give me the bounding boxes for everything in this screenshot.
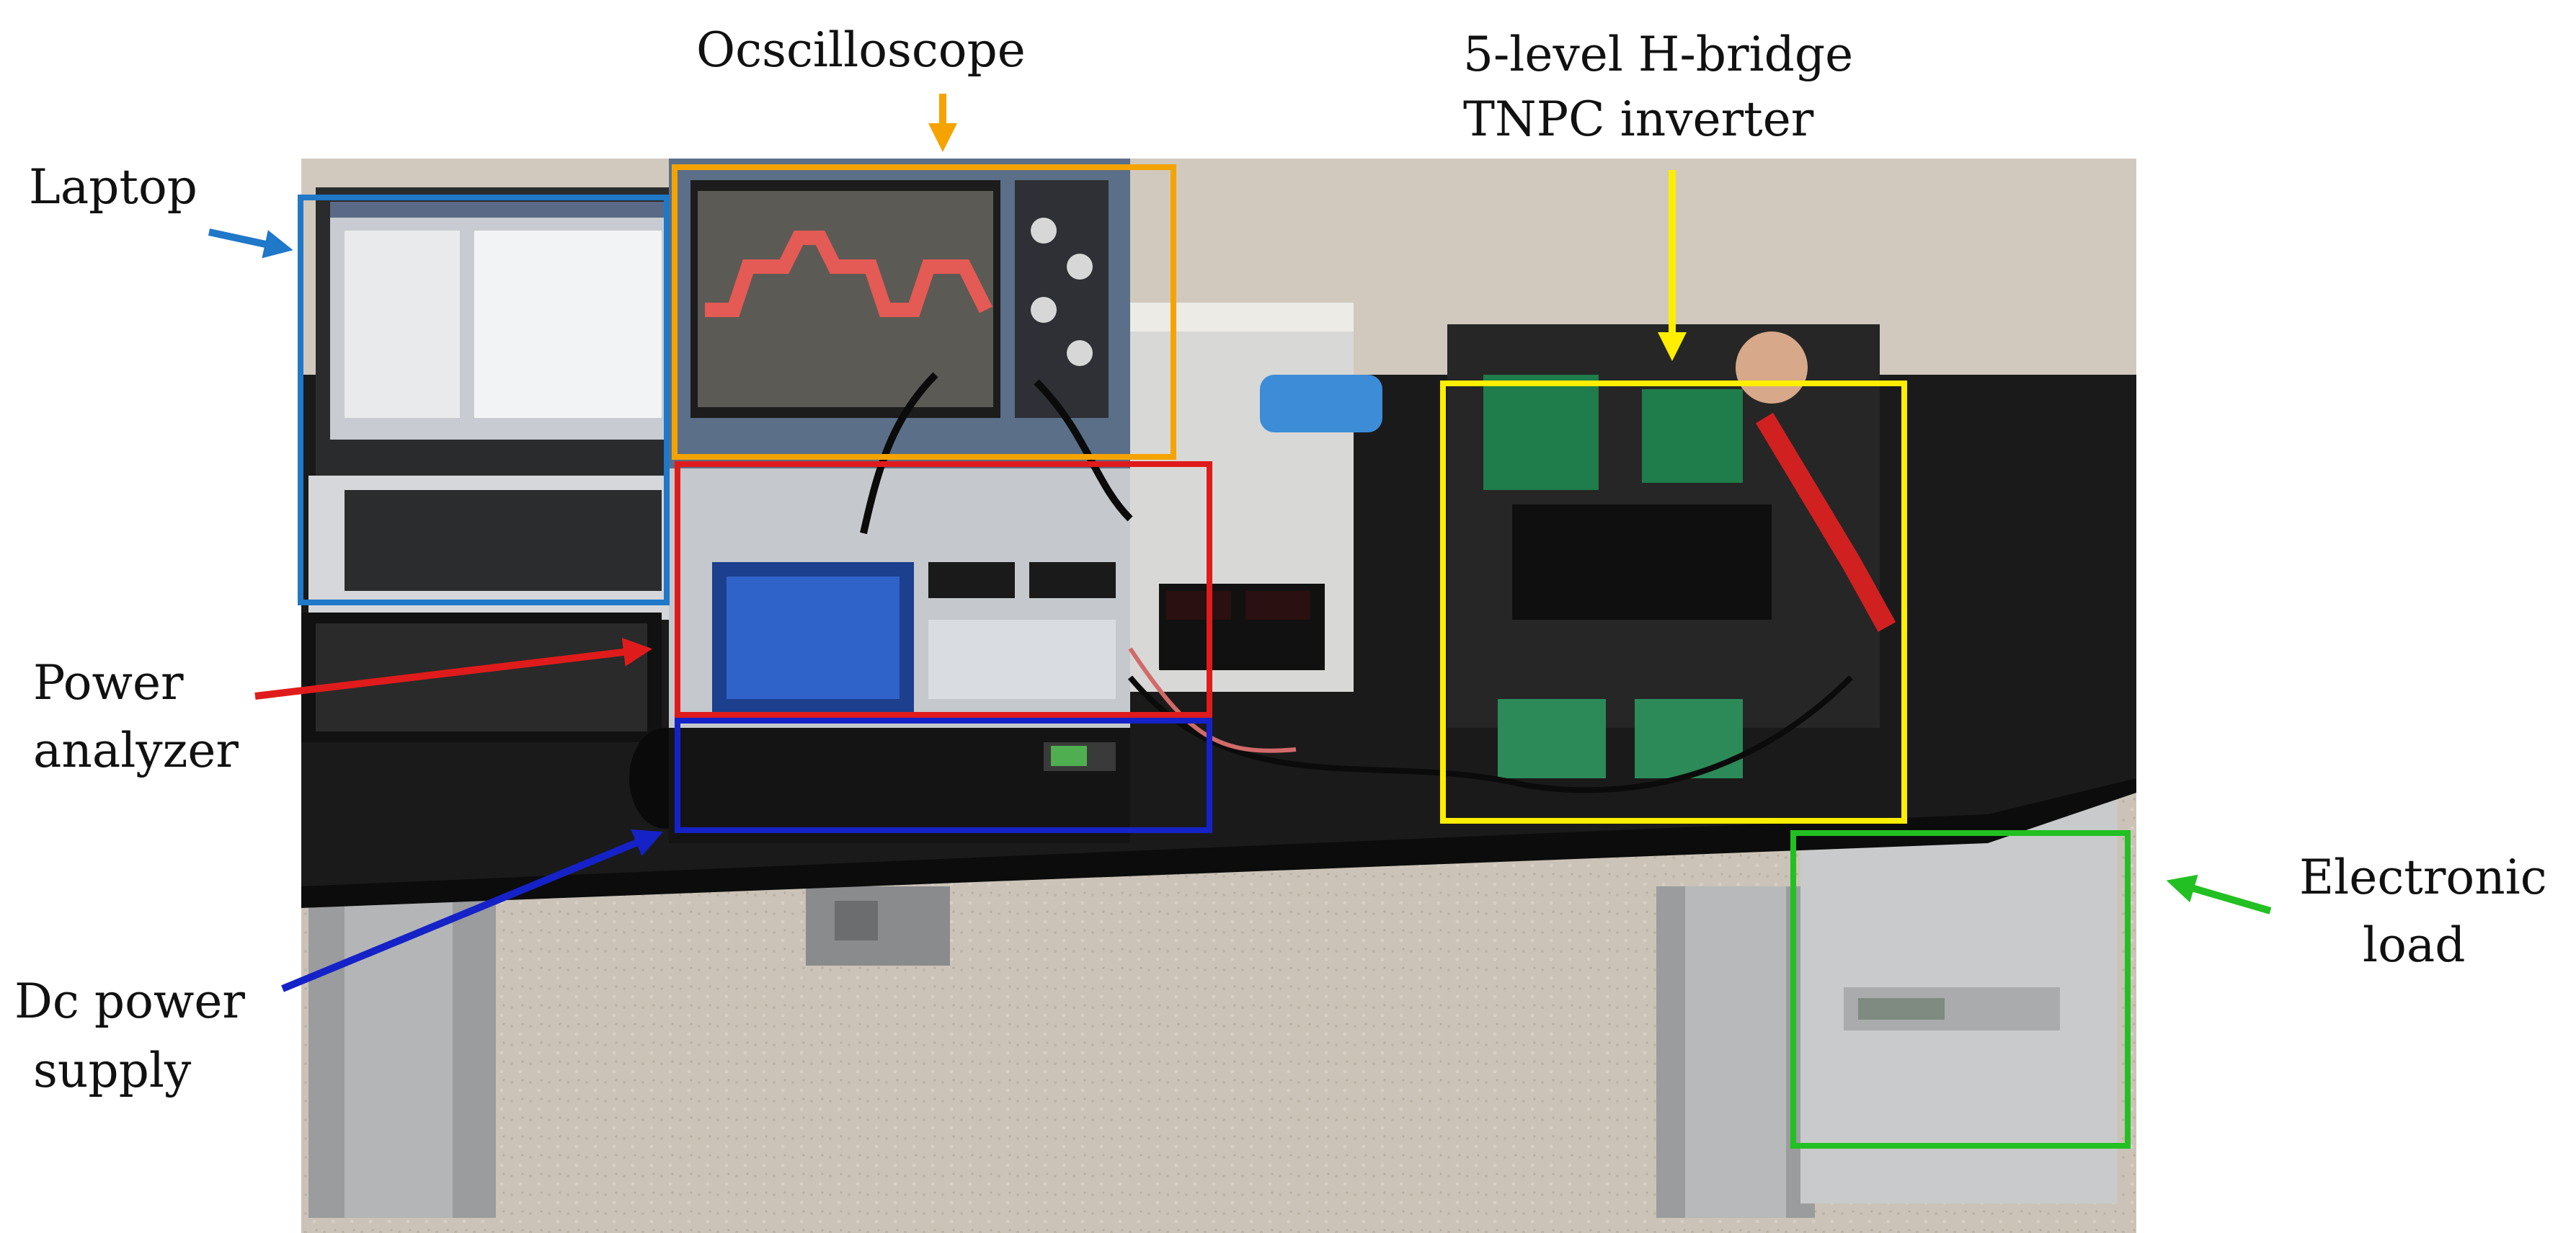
cable-bundle [1127, 675, 1853, 793]
power-analyzer-label-line2: analyzer [33, 723, 239, 778]
laptop-arrow [208, 228, 293, 259]
electronic-load-label-line1: Electronic [2299, 850, 2547, 905]
oscilloscope-label: Ocscilloscope [696, 22, 1026, 78]
inverter-label-line2: TNPC inverter [1463, 92, 1814, 147]
current-probe [1260, 375, 1382, 432]
laptop-box [298, 195, 670, 605]
electronic-load-arrow [2166, 874, 2272, 914]
inverter-label-line1: 5-level H-bridge [1463, 27, 1854, 82]
dc-power-supply-label-line2: supply [33, 1043, 192, 1098]
electronic-load-label-line2: load [2363, 917, 2466, 973]
power-analyzer-label-line1: Power [33, 655, 184, 711]
lab-setup-photo [301, 159, 2136, 1233]
dc-power-supply-arrow [281, 829, 663, 992]
dc-power-supply-label-line1: Dc power [14, 974, 245, 1029]
power-analyzer-box [675, 461, 1212, 718]
electronic-load-box [1790, 830, 2131, 1149]
inverter-box [1440, 380, 1907, 824]
laptop-label: Laptop [29, 159, 197, 215]
power-analyzer-arrow [254, 638, 652, 700]
dc-power-supply-box [675, 718, 1212, 833]
oscilloscope-box [672, 164, 1176, 460]
lab-bench-illustration [301, 159, 2136, 1233]
